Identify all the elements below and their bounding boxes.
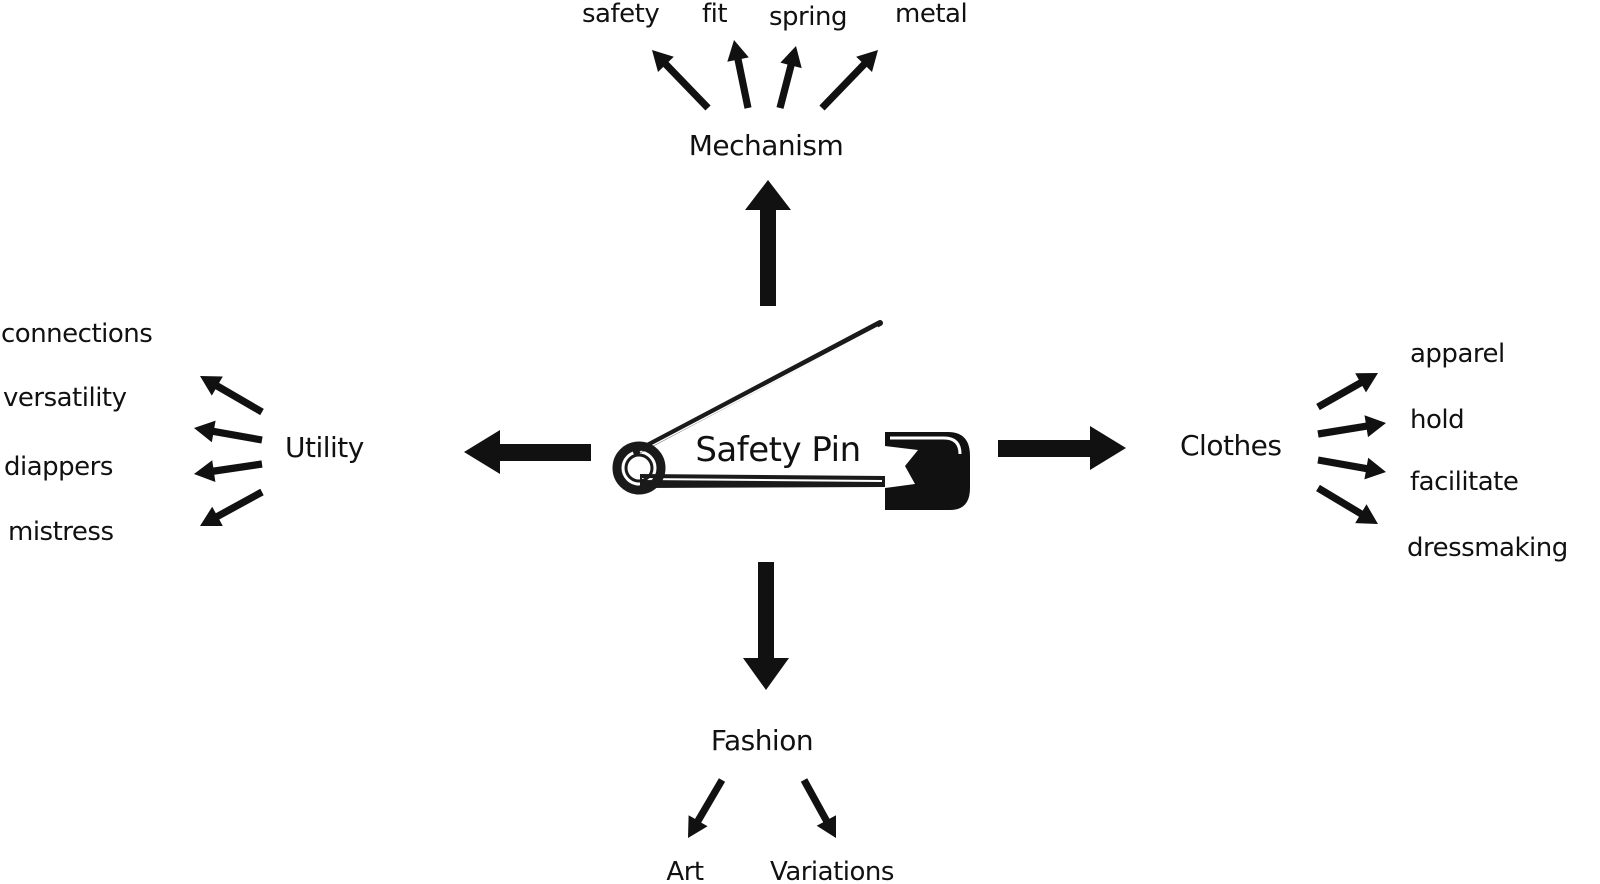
branch-label-utility: Utility bbox=[285, 431, 364, 464]
arrow-leaf-fashion-variations bbox=[800, 778, 836, 838]
branch-label-fashion: Fashion bbox=[711, 724, 813, 757]
arrow-to-clothes bbox=[998, 426, 1126, 470]
arrow-to-fashion bbox=[743, 562, 789, 690]
arrow-to-mechanism bbox=[745, 180, 791, 306]
leaf-label-mechanism-fit: fit bbox=[702, 0, 727, 29]
arrow-leaf-fashion-art bbox=[688, 778, 726, 838]
leaf-label-clothes-facilitate: facilitate bbox=[1410, 467, 1518, 497]
arrow-leaf-clothes-dressmaking bbox=[1316, 484, 1378, 524]
arrow-leaf-mechanism-fit bbox=[727, 40, 752, 109]
leaf-label-mechanism-metal: metal bbox=[895, 0, 967, 29]
leaf-label-fashion-variations: Variations bbox=[770, 857, 894, 884]
leaf-label-mechanism-safety: safety bbox=[582, 0, 659, 29]
center-label: Safety Pin bbox=[695, 430, 860, 470]
leaf-label-clothes-hold: hold bbox=[1410, 405, 1464, 435]
leaf-arrows bbox=[194, 40, 1386, 838]
arrow-to-utility bbox=[464, 430, 591, 474]
arrow-leaf-utility-mistress bbox=[200, 488, 264, 526]
arrow-leaf-clothes-hold bbox=[1317, 415, 1386, 438]
arrow-leaf-utility-versatility bbox=[194, 420, 263, 444]
arrow-leaf-mechanism-spring bbox=[776, 46, 802, 109]
branch-label-clothes: Clothes bbox=[1180, 429, 1282, 462]
leaf-label-fashion-art: Art bbox=[666, 857, 703, 884]
arrow-leaf-mechanism-metal bbox=[819, 50, 878, 111]
arrow-leaf-clothes-facilitate bbox=[1317, 456, 1386, 480]
arrow-leaf-utility-diappers bbox=[194, 460, 263, 482]
arrow-leaf-mechanism-safety bbox=[652, 50, 711, 111]
main-arrows bbox=[464, 180, 1126, 690]
leaf-label-clothes-apparel: apparel bbox=[1410, 339, 1505, 369]
leaf-label-utility-connections: connections bbox=[1, 319, 152, 349]
leaf-label-clothes-dressmaking: dressmaking bbox=[1407, 533, 1568, 563]
leaf-label-mechanism-spring: spring bbox=[769, 2, 847, 32]
safety-pin-icon bbox=[612, 320, 970, 510]
branch-label-mechanism: Mechanism bbox=[689, 129, 844, 162]
arrow-leaf-clothes-apparel bbox=[1316, 373, 1378, 411]
arrow-leaf-utility-connections bbox=[200, 376, 264, 416]
leaf-label-utility-versatility: versatility bbox=[3, 383, 127, 413]
leaf-label-utility-diappers: diappers bbox=[4, 452, 113, 482]
leaf-label-utility-mistress: mistress bbox=[8, 517, 114, 547]
